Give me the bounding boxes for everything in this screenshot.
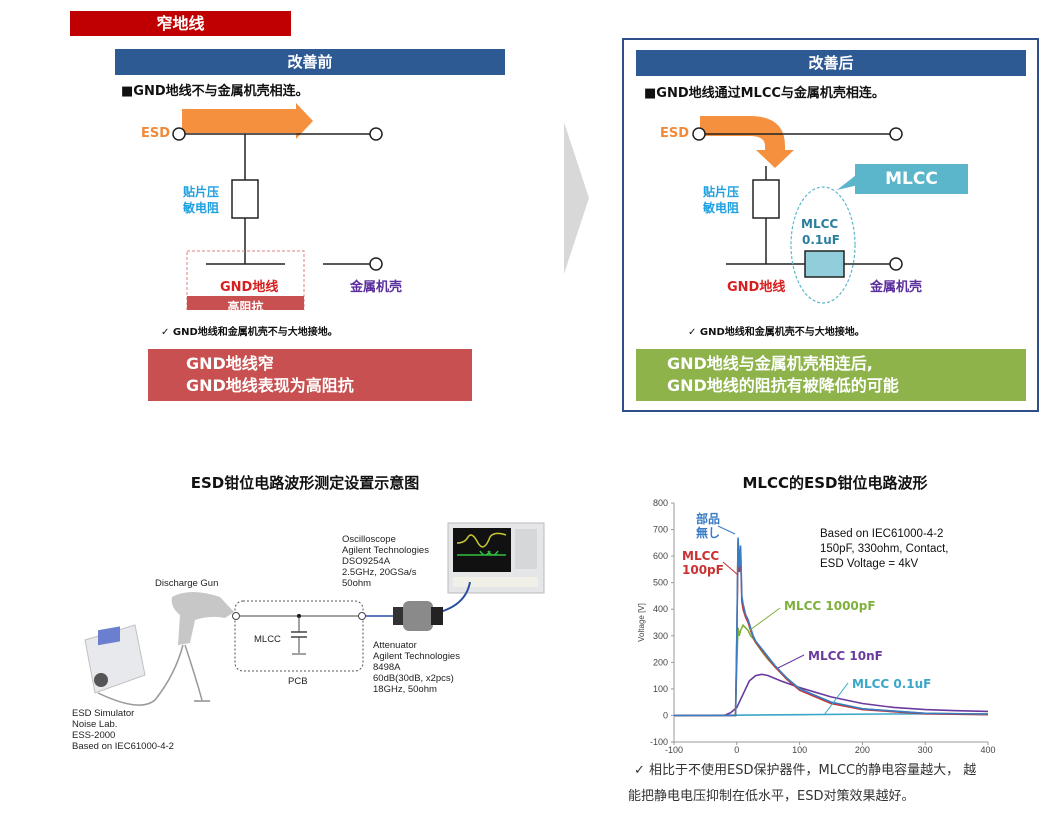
before-esd-label: ESD [141,126,171,141]
after-panel: 改善后 ■GND地线通过MLCC与金属机壳相连。 [622,38,1039,412]
x-tick-label: 0 [734,745,739,755]
pcb-label: PCB [288,676,308,687]
y-tick-label: 600 [653,551,668,561]
x-tick-label: 200 [855,745,870,755]
oscilloscope-image [447,522,545,594]
mlcc-callout-label: MLCC [885,169,938,189]
attenuator-label: Attenuator Agilent Technologies 8498A 60… [373,640,460,695]
chart-annotation: ESD Voltage = 4kV [820,558,918,570]
y-tick-label: 800 [653,498,668,508]
varistor [752,179,780,219]
y-tick-label: 400 [653,604,668,614]
varistor [231,179,259,219]
esd-node [172,127,186,141]
series-label: MLCC 1000pF [784,599,876,613]
series-line [674,673,989,717]
before-gnd-label: GND地线 [220,280,279,295]
series-leader-line [823,682,849,716]
before-bullet: ■GND地线不与金属机壳相连。 [121,84,309,99]
y-tick-label: 300 [653,631,668,641]
output-node [889,127,903,141]
chart-caption: ✓ 相比于不使用ESD保护器件，MLCC的静电容量越大， 越 能把静电电压抑制在… [628,758,976,810]
case-node [369,257,383,271]
gnd-highlight-box [186,250,305,310]
chart-annotation: 150pF, 330ohm, Contact, [820,543,949,555]
after-conclusion-banner: GND地线与金属机壳相连后, GND地线的阻抗有被降低的可能 [636,349,1026,401]
y-tick-label: 200 [653,657,668,667]
series-leader-line [722,561,739,576]
y-axis-label: Voltage [V] [637,603,646,642]
esd-arrow [182,103,313,139]
case-node [889,257,903,271]
next-arrow-icon [564,122,589,274]
simulator-label: ESD Simulator Noise Lab. ESS-2000 Based … [72,708,174,752]
after-note: ✓ GND地线和金属机壳不与大地接地。 [688,327,865,338]
mlcc-callout-box [855,164,968,194]
series-label: 100pF [682,563,724,577]
esd-simulator-image [84,624,146,694]
oscilloscope-label: Oscilloscope Agilent Technologies DSO925… [342,534,429,589]
pcb-outline [234,600,364,672]
after-esd-label: ESD [660,126,690,141]
after-varistor-label-1: 贴片压 [703,185,740,199]
before-conclusion-banner: GND地线窄 GND地线表现为高阻抗 [148,349,472,401]
high-impedance-bar [187,296,304,310]
before-panel: 改善前 ■GND地线不与金属机壳相连。 [115,49,507,409]
series-label: MLCC [682,549,719,563]
mlcc-component [804,250,845,278]
setup-title: ESD钳位电路波形测定设置示意图 [190,474,420,492]
after-case-label: 金属机壳 [870,280,923,295]
after-gnd-label: GND地线 [727,280,786,295]
x-tick-label: -100 [665,745,683,755]
after-banner-line-1: GND地线与金属机壳相连后, [667,354,873,373]
y-tick-label: -100 [650,737,668,747]
attenuator-image [393,601,443,631]
chart-annotation: Based on IEC61000-4-2 [820,528,943,540]
mlcc-setup-label: MLCC [254,634,281,645]
y-tick-label: 100 [653,684,668,694]
x-tick-label: 300 [918,745,933,755]
before-note: ✓ GND地线和金属机壳不与大地接地。 [161,327,338,338]
x-tick-label: 100 [792,745,807,755]
series-leader-line [749,607,781,631]
caption-line-1: ✓ 相比于不使用ESD保护器件，MLCC的静电容量越大， 越 [634,763,977,778]
after-circuit [692,116,968,304]
before-banner-line-2: GND地线表现为高阻抗 [186,376,354,395]
series-label: 部品 [696,511,720,526]
before-header: 改善前 [115,49,505,75]
x-tick-label: 400 [980,745,995,755]
series-leader-line [777,654,805,669]
esd-arrow-curved [700,116,794,168]
waveform-chart: -100 0 100 200 300 400 500 600 700 800 -100 0 100 200… [637,498,996,755]
y-tick-label: 700 [653,525,668,535]
chart-title: MLCC的ESD钳位电路波形 [742,474,928,492]
before-case-label: 金属机壳 [350,280,403,295]
series-line [674,537,989,717]
after-varistor-label-2: 敏电阻 [703,201,740,215]
esd-node [692,127,706,141]
before-circuit [172,103,383,310]
series-label: MLCC 0.1uF [852,677,931,691]
before-banner-line-1: GND地线窄 [186,354,274,373]
caption-line-2: 能把静电电压抑制在低水平，ESD对策效果越好。 [628,789,915,804]
mlcc-label-2: 0.1uF [802,233,840,247]
discharge-gun-label: Discharge Gun [155,578,219,589]
discharge-gun-image [171,592,234,645]
before-varistor-label-2: 敏电阻 [183,201,220,215]
mlcc-label-1: MLCC [801,217,839,231]
after-bullet: ■GND地线通过MLCC与金属机壳相连。 [644,86,885,101]
mlcc-highlight-ellipse [790,186,856,304]
after-banner-line-2: GND地线的阻抗有被降低的可能 [667,376,899,395]
before-varistor-label-1: 贴片压 [183,185,220,199]
high-impedance-label: 高阻抗 [227,300,264,314]
y-tick-label: 500 [653,578,668,588]
output-node [369,127,383,141]
y-tick-label: 0 [663,710,668,720]
series-label: MLCC 10nF [808,649,883,663]
after-header: 改善后 [636,50,1026,76]
section-title: 窄地线 [70,11,291,36]
series-leader-line [717,525,736,535]
series-label: 無し [696,525,720,540]
setup-diagram [84,522,545,706]
